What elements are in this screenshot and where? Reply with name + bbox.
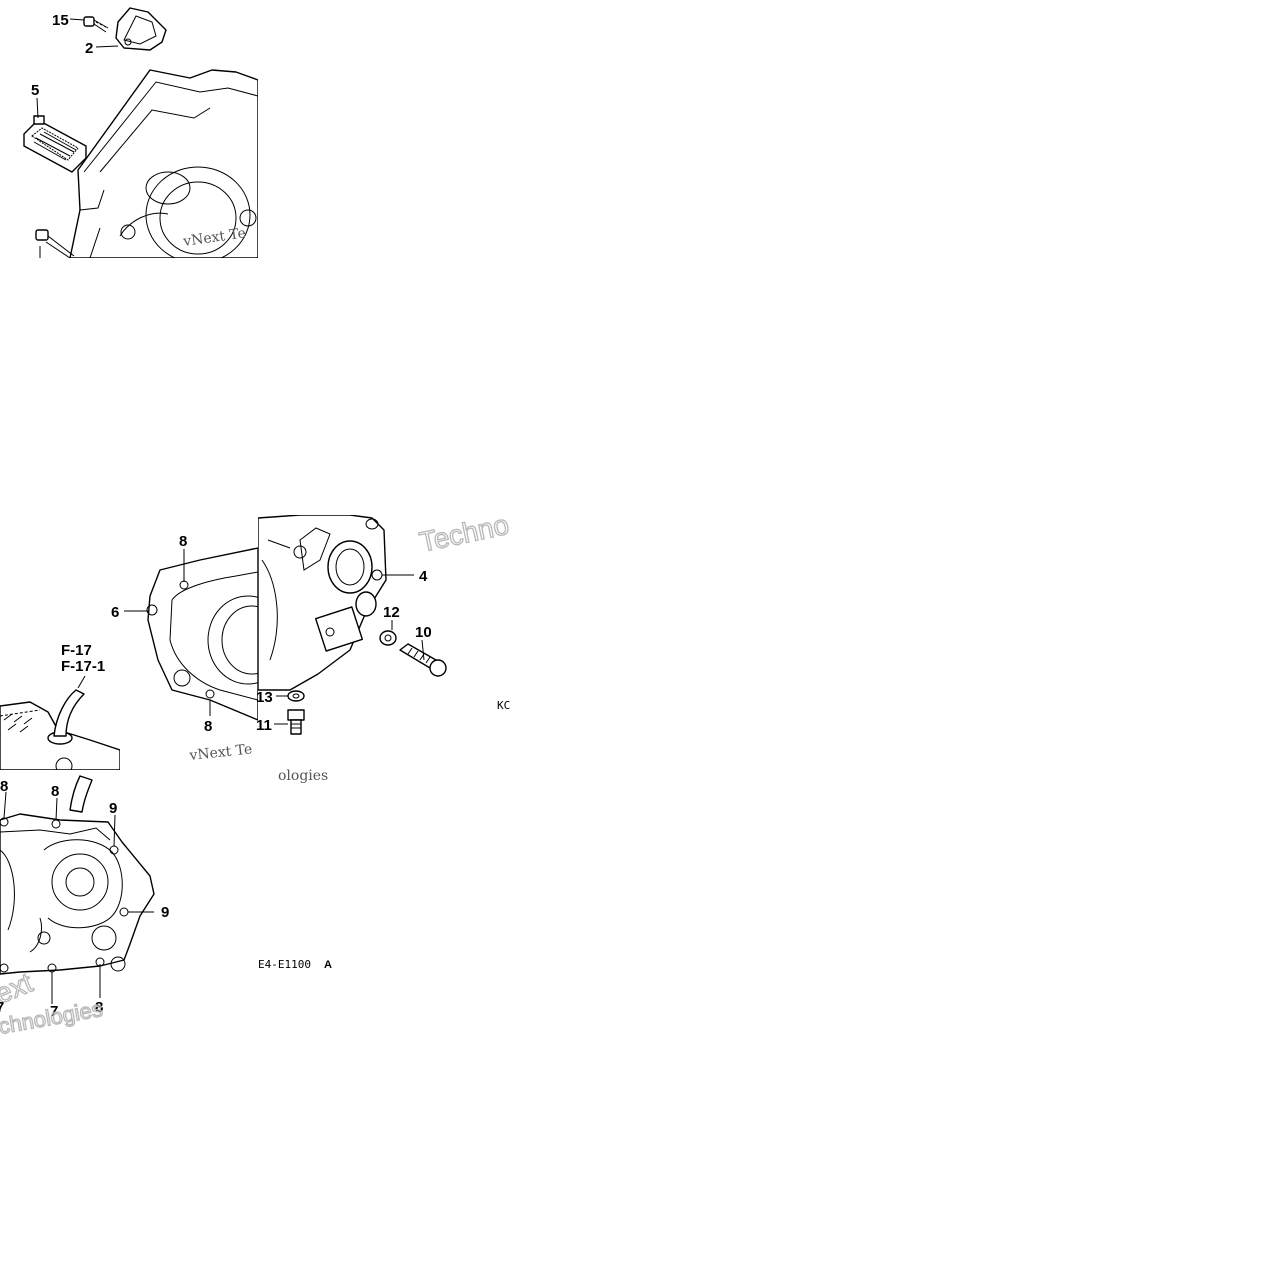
crankcase-upper bbox=[69, 69, 258, 258]
callout-5: 5 bbox=[31, 82, 39, 99]
callout-11: 11 bbox=[256, 717, 272, 734]
reed-valve-5 bbox=[23, 115, 87, 173]
callout-9-right: 9 bbox=[161, 904, 169, 921]
callout-8-top: 8 bbox=[179, 533, 187, 550]
gasket-outline bbox=[0, 775, 155, 975]
watermark-text: vNext Te bbox=[188, 741, 253, 764]
watermark-text: ologies bbox=[278, 768, 328, 784]
callout-8-bottom-right: 8 bbox=[95, 999, 103, 1016]
callout-9-top: 9 bbox=[109, 800, 117, 817]
callout-8-bottom-left: 8 bbox=[0, 778, 8, 795]
diagram-revision: A bbox=[324, 959, 332, 971]
middle-panel: 8 6 4 12 10 13 11 8 F-17 F-17-1 KC Techn… bbox=[0, 508, 512, 784]
bolt-lower-left bbox=[35, 229, 75, 258]
callout-13: 13 bbox=[256, 689, 273, 706]
ref-f17-1: F-17-1 bbox=[61, 658, 105, 675]
diagram-code: E4-E1100 bbox=[258, 958, 311, 971]
bolt-10 bbox=[399, 643, 447, 677]
bottom-panel: 8 8 9 9 7 7 8 E4-E1100 A ext chnologies bbox=[0, 775, 332, 1040]
callout-7: 7 bbox=[50, 1003, 58, 1020]
callout-8-mid: 8 bbox=[204, 718, 212, 735]
callout-4: 4 bbox=[419, 568, 428, 585]
crankcase-right bbox=[258, 515, 387, 691]
breather-cover bbox=[0, 689, 120, 770]
callout-6: 6 bbox=[111, 604, 119, 621]
drain-bolt-11 bbox=[287, 709, 305, 735]
callout-2: 2 bbox=[85, 40, 93, 57]
partial-code: KC bbox=[497, 699, 510, 712]
crankcase-cover-left bbox=[146, 547, 258, 721]
callout-7-left: 7 bbox=[0, 999, 4, 1016]
callout-12: 12 bbox=[383, 604, 400, 621]
top-left-panel: 15 2 5 vNext Te bbox=[23, 7, 258, 258]
callout-8-bottom: 8 bbox=[51, 783, 59, 800]
callout-15: 15 bbox=[52, 12, 69, 29]
watermark-text: Techno bbox=[417, 509, 512, 558]
washer-12 bbox=[379, 630, 397, 646]
bolt-15 bbox=[83, 16, 109, 33]
washer-13 bbox=[287, 690, 305, 702]
ref-f17: F-17 bbox=[61, 642, 92, 659]
callout-10: 10 bbox=[415, 624, 432, 641]
